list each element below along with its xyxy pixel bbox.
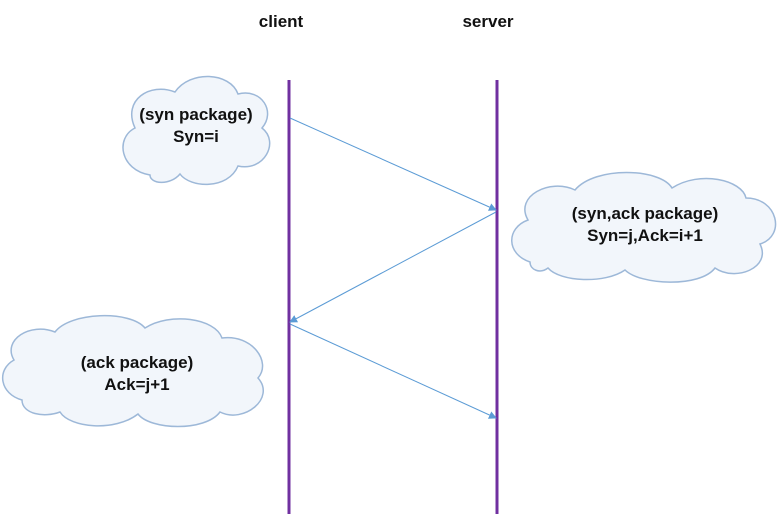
ack-arrow <box>289 323 497 419</box>
syn-ack-cloud <box>511 171 777 283</box>
ack-message-line1: (ack package) <box>80 353 194 372</box>
client-header: client <box>258 12 304 31</box>
ack-message-label: (ack package) Ack=j+1 <box>81 352 193 396</box>
syn-message-label: (syn package) Syn=i <box>139 104 252 148</box>
syn-cloud <box>122 75 271 185</box>
syn-message-line2: Syn=i <box>173 127 219 146</box>
syn-ack-message-line2: Syn=j,Ack=i+1 <box>587 226 703 245</box>
syn-ack-arrow <box>289 211 497 323</box>
syn-arrow <box>289 117 497 211</box>
ack-cloud <box>1 314 265 428</box>
server-header: server <box>462 12 514 31</box>
ack-message-line2: Ack=j+1 <box>104 375 170 394</box>
syn-ack-message-line1: (syn,ack package) <box>571 204 719 223</box>
syn-ack-message-label: (syn,ack package) Syn=j,Ack=i+1 <box>572 203 718 247</box>
syn-message-line1: (syn package) <box>139 105 253 124</box>
